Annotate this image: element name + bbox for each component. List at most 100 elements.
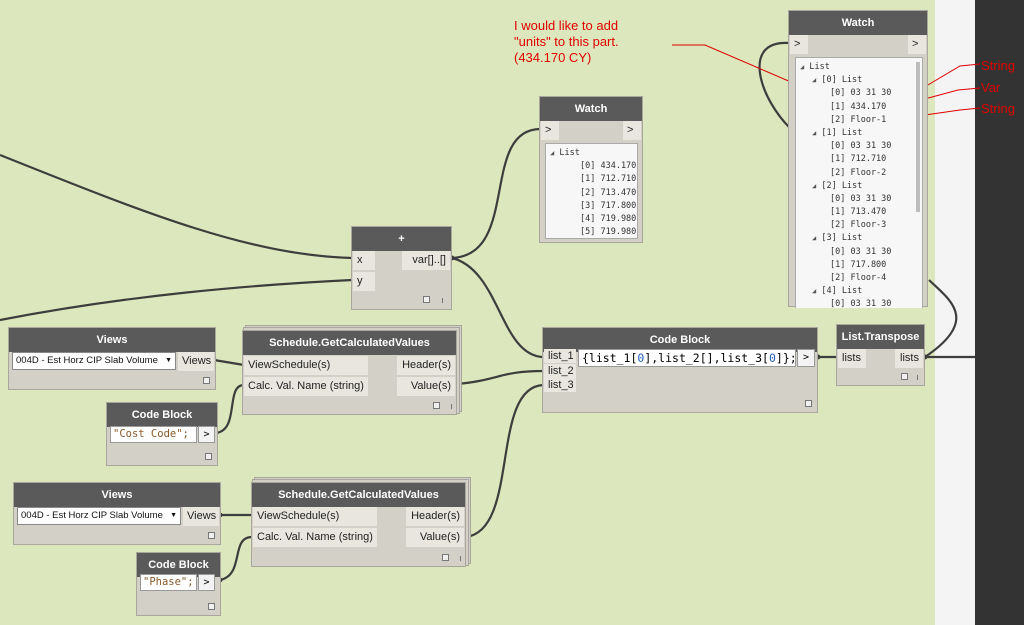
tree-item: [0] 434.170 — [580, 161, 637, 172]
output-port-values[interactable]: Value(s) — [397, 377, 455, 396]
label-string-a: String — [981, 58, 1015, 73]
annotation-text: I would like to add "units" to this part… — [514, 18, 619, 66]
watch-out-port[interactable]: > — [908, 35, 926, 54]
tree-item: [0] 03 31 30 — [830, 246, 892, 257]
output-port-values[interactable]: Value(s) — [406, 528, 464, 547]
code-editor[interactable]: "Phase"; — [140, 574, 197, 591]
scrollbar-thumb[interactable] — [916, 62, 920, 212]
annotation-line-3: (434.170 CY) — [514, 50, 592, 65]
code-editor[interactable]: "Cost Code"; — [110, 426, 197, 443]
tree-item: [1] 712.710 — [830, 154, 887, 165]
output-port-var[interactable]: var[]..[] — [402, 251, 450, 270]
input-port-list-3[interactable]: list_3 — [544, 378, 576, 392]
node-title: Code Block — [107, 403, 217, 427]
preview-toggle-icon[interactable] — [442, 554, 449, 561]
node-title: + — [352, 227, 451, 251]
add-node[interactable]: + x y var[]..[] — [351, 226, 452, 310]
views-node-2[interactable]: Views 004D - Est Horz CIP Slab Volume▼ V… — [13, 482, 221, 545]
annotation-line-2: "units" to this part. — [514, 34, 619, 49]
output-port-lists[interactable]: lists — [895, 349, 923, 368]
collapse-triangle-icon[interactable]: ◢ — [812, 287, 817, 296]
input-port-viewschedule[interactable]: ViewSchedule(s) — [244, 356, 368, 375]
views-node-1[interactable]: Views 004D - Est Horz CIP Slab Volume▼ V… — [8, 327, 216, 390]
tree-root: ◢ List — [550, 148, 580, 158]
views-dropdown[interactable]: 004D - Est Horz CIP Slab Volume▼ — [17, 507, 181, 525]
watch-output-box[interactable]: ◢ List ◢ [0] List [0] 03 31 30 [1] 434.1… — [795, 57, 923, 308]
preview-toggle-icon[interactable] — [208, 532, 215, 539]
node-title: Code Block — [543, 328, 817, 352]
watch-in-port[interactable]: > — [790, 35, 808, 54]
output-port[interactable]: > — [198, 426, 215, 443]
output-port-headers[interactable]: Header(s) — [406, 507, 464, 526]
collapse-triangle-icon[interactable]: ◢ — [550, 149, 555, 157]
output-port[interactable]: > — [797, 349, 815, 367]
preview-toggle-icon[interactable] — [423, 296, 430, 303]
node-title: List.Transpose — [837, 325, 924, 349]
node-title: Views — [9, 328, 215, 352]
node-title: Watch — [789, 11, 927, 35]
output-port-headers[interactable]: Header(s) — [397, 356, 455, 375]
preview-toggle-icon[interactable] — [208, 603, 215, 610]
input-port-list-2[interactable]: list_2 — [544, 364, 576, 378]
node-title: Views — [14, 483, 220, 507]
node-title: Schedule.GetCalculatedValues — [252, 483, 465, 507]
watch-node-small[interactable]: Watch > > ◢ List [0] 434.170 [1] 712.710… — [539, 96, 643, 243]
output-port[interactable]: > — [198, 574, 215, 591]
preview-toggle-icon[interactable] — [203, 377, 210, 384]
label-string-b: String — [981, 101, 1015, 116]
tree-item: [0] 03 31 30 — [830, 193, 892, 204]
node-title: Code Block — [137, 553, 220, 577]
tree-item: [2] Floor-3 — [830, 220, 887, 231]
preview-toggle-icon[interactable] — [901, 373, 908, 380]
tree-group: ◢ [0] List — [812, 75, 863, 86]
code-editor[interactable]: {list_1[0],list_2[],list_3[0]}; — [578, 349, 797, 367]
tree-item: [2] Floor-2 — [830, 167, 887, 178]
tree-item: [0] 03 31 30 — [830, 88, 892, 99]
tree-group: ◢ [2] List — [812, 180, 863, 191]
watch-out-port[interactable]: > — [623, 121, 641, 140]
schedule-calc-node-1[interactable]: Schedule.GetCalculatedValues ViewSchedul… — [242, 330, 457, 415]
list-transpose-node[interactable]: List.Transpose lists lists — [836, 324, 925, 386]
dark-sidebar — [975, 0, 1024, 625]
right-panel — [935, 0, 975, 625]
schedule-calc-node-2[interactable]: Schedule.GetCalculatedValues ViewSchedul… — [251, 482, 466, 567]
tree-item: [4] 719.980 — [580, 213, 637, 224]
input-port-viewschedule[interactable]: ViewSchedule(s) — [253, 507, 377, 526]
collapse-triangle-icon[interactable]: ◢ — [812, 128, 817, 137]
node-title: Schedule.GetCalculatedValues — [243, 331, 456, 355]
tree-item: [1] 712.710 — [580, 174, 637, 185]
node-title: Watch — [540, 97, 642, 121]
chevron-down-icon: ▼ — [170, 512, 177, 519]
preview-toggle-icon[interactable] — [805, 400, 812, 407]
tree-group: ◢ [4] List — [812, 286, 863, 297]
watch-node-large[interactable]: Watch > > ◢ List ◢ [0] List [0] 03 31 30… — [788, 10, 928, 308]
preview-toggle-icon[interactable] — [205, 453, 212, 460]
tree-item: [2] Floor-4 — [830, 273, 887, 283]
watch-in-port[interactable]: > — [541, 121, 559, 140]
collapse-triangle-icon[interactable]: ◢ — [812, 181, 817, 190]
watch-output-box[interactable]: ◢ List [0] 434.170 [1] 712.710 [2] 713.4… — [545, 143, 638, 239]
input-port-calc-name[interactable]: Calc. Val. Name (string) — [244, 377, 368, 396]
collapse-triangle-icon[interactable]: ◢ — [812, 76, 817, 85]
tree-item: [1] 717.800 — [830, 259, 887, 270]
output-port-views[interactable]: Views — [178, 352, 214, 371]
code-block-cost[interactable]: Code Block "Cost Code"; > — [106, 402, 218, 466]
annotation-line-1: I would like to add — [514, 18, 619, 33]
chevron-down-icon: ▼ — [165, 357, 172, 364]
collapse-triangle-icon[interactable]: ◢ — [812, 234, 817, 243]
tree-root: ◢ List — [800, 62, 830, 72]
code-block-phase[interactable]: Code Block "Phase"; > — [136, 552, 221, 616]
views-dropdown[interactable]: 004D - Est Horz CIP Slab Volume▼ — [12, 352, 176, 370]
tree-item: [3] 717.800 — [580, 200, 637, 211]
tree-item: [2] 713.470 — [580, 187, 637, 198]
input-port-list-1[interactable]: list_1 — [544, 349, 576, 363]
preview-toggle-icon[interactable] — [433, 402, 440, 409]
input-port-y[interactable]: y — [353, 272, 375, 291]
input-port-lists[interactable]: lists — [838, 349, 866, 368]
input-port-x[interactable]: x — [353, 251, 375, 270]
collapse-triangle-icon[interactable]: ◢ — [800, 63, 805, 71]
output-port-views[interactable]: Views — [183, 507, 219, 526]
tree-item: [0] 03 31 30 — [830, 141, 892, 152]
input-port-calc-name[interactable]: Calc. Val. Name (string) — [253, 528, 377, 547]
code-block-main[interactable]: Code Block list_1 list_2 list_3 {list_1[… — [542, 327, 818, 413]
